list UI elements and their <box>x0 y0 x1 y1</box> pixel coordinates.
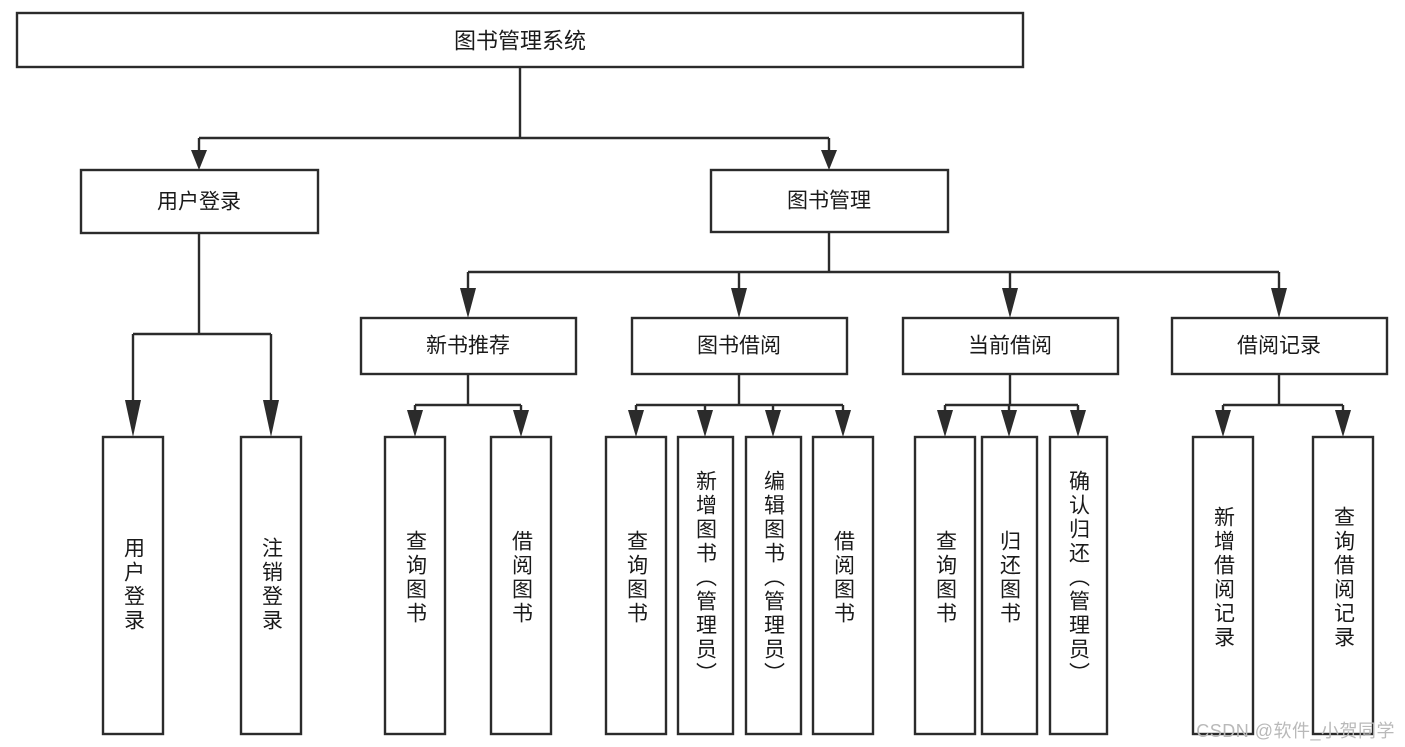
arrow-head-book-borrow <box>731 288 747 318</box>
node-leaf-edit-book-box[interactable] <box>744 435 803 736</box>
node-leaf-user-login-box[interactable] <box>101 435 165 736</box>
node-leaf-user-logout[interactable]: 注销登录 <box>239 435 303 736</box>
arrow-head-borrow-record <box>1271 288 1287 318</box>
node-user-login[interactable]: 用户登录 <box>79 168 320 235</box>
node-leaf-query-book-1[interactable]: 查询图书 <box>383 435 447 736</box>
node-book-management-label: 图书管理 <box>787 190 871 213</box>
node-leaf-add-record[interactable]: 新增借阅记录 <box>1191 435 1255 736</box>
arrow-head-leaf-user-logout <box>263 400 279 437</box>
node-current-borrow-box[interactable] <box>901 316 1120 376</box>
arrow-head-leaf-borrow-book-1 <box>513 410 529 437</box>
node-leaf-confirm-return-box[interactable] <box>1048 435 1109 736</box>
node-current-borrow-label: 当前借阅 <box>968 335 1052 358</box>
node-leaf-return-book[interactable]: 归还图书 <box>980 435 1039 736</box>
node-leaf-query-record-label: 查询借阅记录 <box>1332 506 1356 650</box>
node-book-borrow-label: 图书借阅 <box>697 335 781 358</box>
node-leaf-query-book-1-label: 查询图书 <box>404 530 428 626</box>
arrow-head-leaf-confirm-return <box>1070 410 1086 437</box>
node-leaf-user-login[interactable]: 用户登录 <box>101 435 165 736</box>
node-leaf-add-book[interactable]: 新增图书（管理员） <box>676 435 735 736</box>
node-leaf-confirm-return[interactable]: 确认归还（管理员） <box>1048 435 1109 736</box>
arrow-head-leaf-query-book-1 <box>407 410 423 437</box>
node-leaf-query-book-2-label: 查询图书 <box>625 530 649 626</box>
node-book-management-box[interactable] <box>709 168 950 234</box>
node-borrow-record-box[interactable] <box>1170 316 1389 376</box>
node-leaf-user-logout-label: 注销登录 <box>260 537 284 633</box>
arrow-head-new-book-recommend <box>460 288 476 318</box>
node-root-label: 图书管理系统 <box>454 29 586 54</box>
arrow-head-leaf-query-record <box>1335 410 1351 437</box>
node-leaf-borrow-book-1-label: 借阅图书 <box>510 530 534 626</box>
node-root-box[interactable] <box>15 11 1025 69</box>
arrow-head-leaf-return-book <box>1001 410 1017 437</box>
node-leaf-edit-book[interactable]: 编辑图书（管理员） <box>744 435 803 736</box>
node-leaf-query-book-3-label: 查询图书 <box>934 530 958 626</box>
arrow-head-bookmgmt <box>821 150 837 170</box>
node-leaf-query-book-1-box[interactable] <box>383 435 447 736</box>
node-leaf-add-record-box[interactable] <box>1191 435 1255 736</box>
node-leaf-confirm-return-label: 确认归还（管理员） <box>1067 470 1091 686</box>
node-leaf-borrow-book-2-label: 借阅图书 <box>832 530 856 626</box>
node-book-borrow-box[interactable] <box>630 316 849 376</box>
node-leaf-borrow-book-1-box[interactable] <box>489 435 553 736</box>
node-leaf-borrow-book-2-box[interactable] <box>811 435 875 736</box>
node-leaf-return-book-box[interactable] <box>980 435 1039 736</box>
node-new-book-recommend-label: 新书推荐 <box>426 335 510 358</box>
node-book-management[interactable]: 图书管理 <box>709 168 950 234</box>
node-leaf-add-record-label: 新增借阅记录 <box>1212 506 1236 650</box>
arrow-head-leaf-borrow-book-2 <box>835 410 851 437</box>
node-leaf-add-book-label: 新增图书（管理员） <box>694 470 718 686</box>
node-leaf-query-book-2[interactable]: 查询图书 <box>604 435 668 736</box>
node-book-borrow[interactable]: 图书借阅 <box>630 316 849 376</box>
node-leaf-user-logout-box[interactable] <box>239 435 303 736</box>
node-leaf-borrow-book-2[interactable]: 借阅图书 <box>811 435 875 736</box>
node-leaf-borrow-book-1[interactable]: 借阅图书 <box>489 435 553 736</box>
arrow-head-userlogin <box>191 150 207 170</box>
node-leaf-query-record[interactable]: 查询借阅记录 <box>1311 435 1375 736</box>
node-leaf-query-book-2-box[interactable] <box>604 435 668 736</box>
arrow-head-leaf-query-book-2 <box>628 410 644 437</box>
arrow-head-current-borrow <box>1002 288 1018 318</box>
arrow-head-leaf-user-login <box>125 400 141 437</box>
node-leaf-user-login-label: 用户登录 <box>122 537 146 633</box>
arrow-head-leaf-edit-book <box>765 410 781 437</box>
node-leaf-query-book-3[interactable]: 查询图书 <box>913 435 977 736</box>
node-user-login-box[interactable] <box>79 168 320 235</box>
connector-group <box>125 67 1351 437</box>
node-new-book-recommend-box[interactable] <box>359 316 578 376</box>
node-root[interactable]: 图书管理系统 <box>15 11 1025 69</box>
node-user-login-label: 用户登录 <box>157 191 241 214</box>
arrow-head-leaf-add-book <box>697 410 713 437</box>
node-borrow-record[interactable]: 借阅记录 <box>1170 316 1389 376</box>
node-leaf-edit-book-label: 编辑图书（管理员） <box>762 470 786 686</box>
node-leaf-query-book-3-box[interactable] <box>913 435 977 736</box>
node-leaf-query-record-box[interactable] <box>1311 435 1375 736</box>
node-borrow-record-label: 借阅记录 <box>1237 335 1321 358</box>
node-current-borrow[interactable]: 当前借阅 <box>901 316 1120 376</box>
arrow-head-leaf-add-record <box>1215 410 1231 437</box>
arrow-head-leaf-query-book-3 <box>937 410 953 437</box>
node-leaf-add-book-box[interactable] <box>676 435 735 736</box>
csdn-watermark: CSDN @软件_小贺同学 <box>1196 721 1395 741</box>
node-leaf-return-book-label: 归还图书 <box>998 530 1022 626</box>
node-new-book-recommend[interactable]: 新书推荐 <box>359 316 578 376</box>
